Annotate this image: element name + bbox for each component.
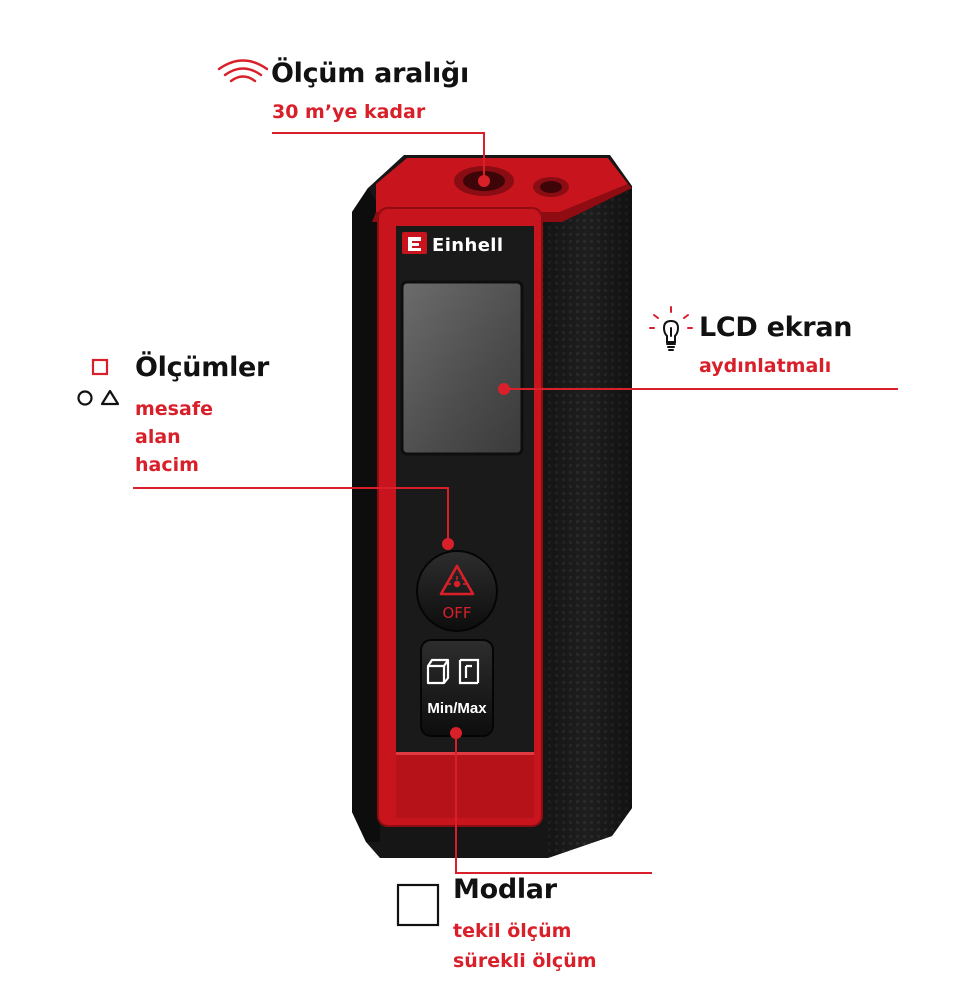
leader-range (272, 132, 485, 181)
shapes-icon (77, 358, 120, 406)
laser-distance-meter: Einhell OFF Min/Max (352, 155, 632, 858)
leader-dot-measurements (442, 538, 454, 550)
leader-measurements (133, 487, 449, 544)
power-button-label: OFF (442, 604, 471, 622)
range-subtitle: 30 m’ye kadar (272, 101, 426, 123)
modes-title: Modlar (453, 874, 557, 905)
mode-item-single: tekil ölçüm (453, 920, 572, 942)
bracket-measure-icon (458, 658, 480, 685)
volume-cube-icon (426, 658, 450, 685)
leader-dot-range (478, 175, 490, 187)
measurement-item-volume: hacim (135, 454, 199, 476)
leader-dot-lcd (498, 383, 510, 395)
callout-leaders (133, 132, 898, 874)
leader-dot-modes (450, 727, 462, 739)
measurements-title: Ölçümler (135, 352, 270, 383)
measurement-item-area: alan (135, 426, 181, 448)
measurement-item-distance: mesafe (135, 398, 213, 420)
leader-dots (442, 175, 510, 739)
laser-warning-icon (439, 564, 475, 596)
device-bottom-band (396, 752, 534, 818)
device-left-edge (352, 188, 380, 842)
lcd-subtitle: aydınlatmalı (699, 355, 832, 377)
lcd-display (400, 280, 524, 456)
backlight-bulb-icon (649, 306, 693, 351)
mode-item-continuous: sürekli ölçüm (453, 950, 597, 972)
mode-button-label: Min/Max (427, 700, 487, 717)
leader-modes (455, 733, 652, 874)
brand-logo-text: Einhell (432, 235, 503, 256)
power-measure-button[interactable]: OFF (416, 550, 498, 632)
range-title: Ölçüm aralığı (271, 58, 469, 89)
square-outline-icon (396, 883, 440, 927)
mode-button[interactable]: Min/Max (420, 639, 494, 737)
lcd-title: LCD ekran (699, 312, 853, 343)
wireless-signal-icon (217, 59, 269, 83)
brand-logo: Einhell (402, 232, 503, 256)
